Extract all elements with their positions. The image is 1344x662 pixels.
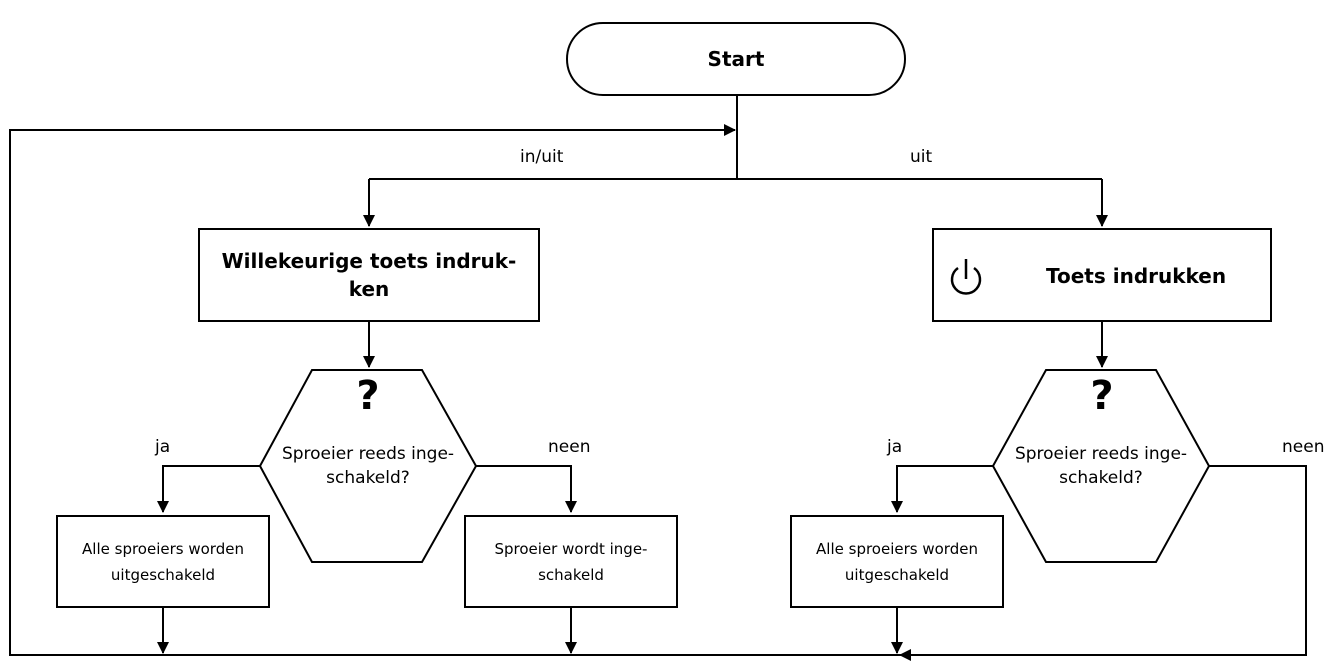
left-action-box: Willekeurige toets indruk-ken — [198, 228, 540, 322]
left-yes-result-label: Alle sproeiers worden uitgeschakeld — [82, 539, 244, 584]
right-no-label: neen — [1282, 437, 1325, 457]
left-action-label: Willekeurige toets indruk-ken — [221, 249, 517, 301]
right-yes-result-box: Alle sproeiers worden uitgeschakeld — [790, 515, 1004, 608]
left-decision-question-icon: ? — [356, 373, 380, 419]
left-yes-arrow — [157, 465, 260, 513]
right-action-label: Toets indrukken — [1046, 264, 1227, 288]
right-yes-arrow — [891, 465, 993, 513]
right-yes-result-label: Alle sproeiers worden uitgeschakeld — [816, 539, 978, 584]
left-no-result-label: Sproeier wordt inge-schakeld — [494, 539, 648, 584]
branch-label-left: in/uit — [520, 147, 564, 167]
left-decision-label: Sproeier reeds inge-schakeld? — [281, 444, 455, 488]
branch-label-right: uit — [910, 147, 933, 167]
right-decision-question-icon: ? — [1090, 373, 1114, 419]
left-no-arrow — [476, 465, 577, 513]
power-icon — [946, 255, 986, 299]
return-loop-arrow — [9, 124, 900, 656]
right-decision-hexagon — [991, 369, 1211, 563]
start-label: Start — [707, 47, 765, 71]
left-no-result-box: Sproeier wordt inge-schakeld — [464, 515, 678, 608]
left-yes-label: ja — [155, 437, 171, 457]
right-no-loop-arrow — [899, 465, 1307, 661]
left-decision-hexagon — [258, 369, 478, 563]
left-yes-result-box: Alle sproeiers worden uitgeschakeld — [56, 515, 270, 608]
right-decision-label: Sproeier reeds inge-schakeld? — [1014, 444, 1188, 488]
right-action-box: Toets indrukken — [932, 228, 1272, 322]
right-yes-label: ja — [887, 437, 903, 457]
start-terminator: Start — [566, 22, 906, 96]
left-no-label: neen — [548, 437, 591, 457]
